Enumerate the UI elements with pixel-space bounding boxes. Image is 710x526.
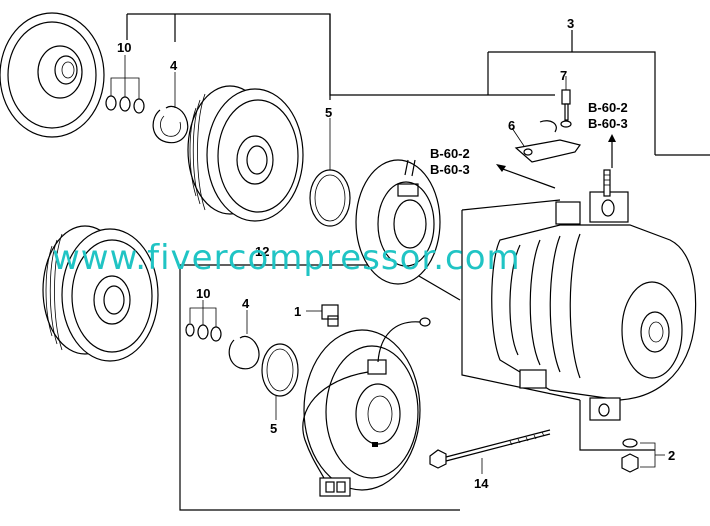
label-part-4-lower: 4 bbox=[242, 296, 250, 311]
pulley-lower bbox=[42, 225, 159, 362]
field-coil-lower bbox=[303, 329, 421, 491]
snap-ring-5-upper bbox=[309, 118, 351, 227]
group-bracket-3 bbox=[487, 30, 656, 155]
label-part-10-upper: 10 bbox=[117, 40, 131, 55]
label-part-5-lower: 5 bbox=[270, 421, 277, 436]
snap-ring-5-lower bbox=[261, 343, 299, 420]
label-part-5-upper: 5 bbox=[325, 105, 332, 120]
wire-clip-1 bbox=[306, 304, 339, 327]
shim-set-lower bbox=[185, 300, 222, 342]
label-part-6: 6 bbox=[508, 118, 515, 133]
snap-ring-upper bbox=[152, 72, 189, 144]
ref-label-mid-2: B-60-3 bbox=[430, 162, 470, 177]
ref-label-mid-1: B-60-2 bbox=[430, 146, 470, 161]
snap-ring-lower bbox=[228, 310, 260, 370]
watermark-text: www.fivercompressor.com bbox=[52, 238, 521, 278]
coil-wire-lower bbox=[302, 317, 431, 481]
label-part-2: 2 bbox=[668, 448, 675, 463]
compressor-stud bbox=[603, 169, 611, 197]
ref-arrow-mid bbox=[496, 164, 556, 189]
group-bracket-upper bbox=[126, 13, 555, 100]
pulley-upper bbox=[187, 85, 304, 222]
label-part-14: 14 bbox=[474, 476, 489, 491]
armature-plate-upper bbox=[0, 12, 105, 138]
ref-arrow-right bbox=[608, 134, 616, 168]
field-coil-upper bbox=[355, 159, 441, 285]
ref-label-right-2: B-60-3 bbox=[588, 116, 628, 131]
bolt-7 bbox=[560, 76, 572, 128]
label-part-10-lower: 10 bbox=[196, 286, 210, 301]
ref-label-right-1: B-60-2 bbox=[588, 100, 628, 115]
label-part-12: 12 bbox=[255, 244, 269, 259]
compressor-body bbox=[491, 191, 697, 421]
label-part-3: 3 bbox=[567, 16, 574, 31]
label-part-1: 1 bbox=[294, 304, 301, 319]
shim-set-upper bbox=[105, 55, 145, 114]
label-part-4-upper: 4 bbox=[170, 58, 178, 73]
label-part-7: 7 bbox=[560, 68, 567, 83]
group-bracket-assembly bbox=[461, 154, 710, 451]
nut-and-washer-2 bbox=[621, 438, 665, 473]
through-bolt-14 bbox=[429, 429, 551, 474]
bracket-6 bbox=[511, 120, 582, 163]
coil-connector-lower bbox=[319, 477, 351, 497]
